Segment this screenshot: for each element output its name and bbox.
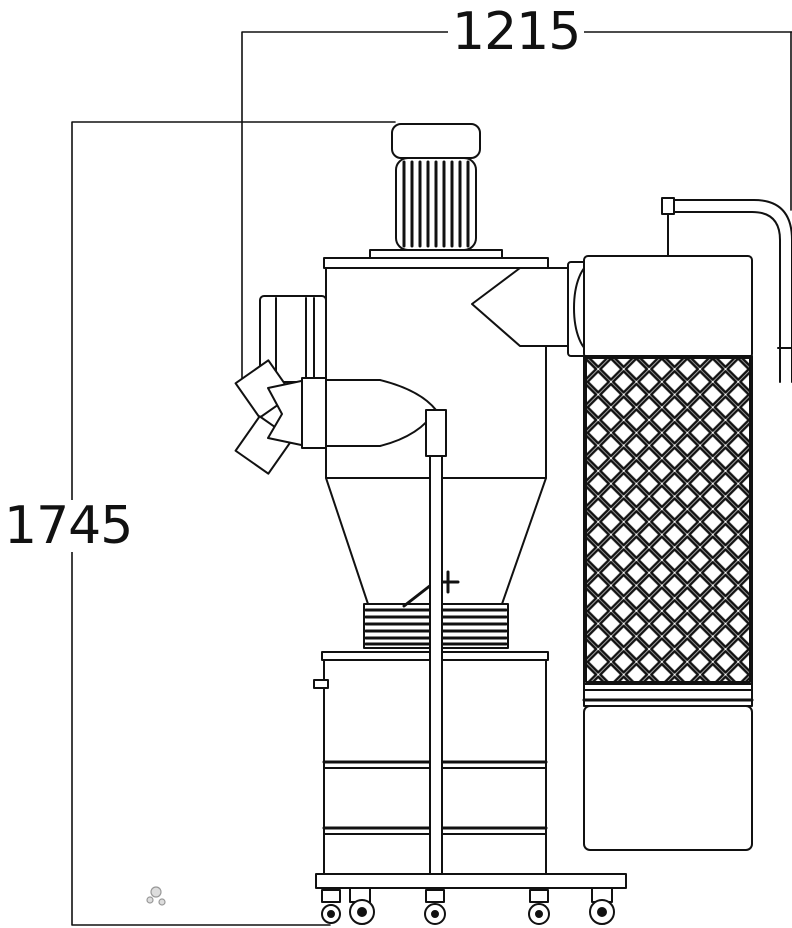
- post-bracket: [425, 409, 447, 457]
- inlet-collar: [301, 377, 327, 449]
- caster-3: [424, 889, 446, 925]
- width-dimension-left: [241, 31, 457, 389]
- motor: [369, 123, 503, 259]
- cyclone-top-ring: [323, 257, 549, 269]
- filter: [582, 255, 754, 851]
- height-dimension-label: 1745: [2, 496, 135, 556]
- caster-1: [321, 889, 341, 924]
- small-mark: [146, 886, 166, 906]
- motor-cap: [391, 123, 481, 159]
- filter-band: [583, 683, 753, 707]
- y-branch: [267, 379, 307, 447]
- motor-fins: [402, 160, 470, 248]
- motor-flange: [369, 249, 503, 259]
- control-box: [259, 295, 327, 383]
- caster-4: [528, 889, 550, 925]
- caster-2: [349, 887, 375, 925]
- drum-latch: [313, 679, 329, 689]
- caster-5: [589, 887, 615, 925]
- base-frame: [315, 873, 627, 889]
- y-inlet: [234, 359, 437, 475]
- support-post: [425, 409, 447, 875]
- filter-collection-bag: [583, 705, 753, 851]
- post-pole: [429, 455, 443, 875]
- base: [315, 873, 627, 925]
- filter-top-cap: [583, 255, 753, 359]
- width-dimension-label: 1215: [448, 6, 585, 58]
- filter-mesh: [585, 357, 751, 683]
